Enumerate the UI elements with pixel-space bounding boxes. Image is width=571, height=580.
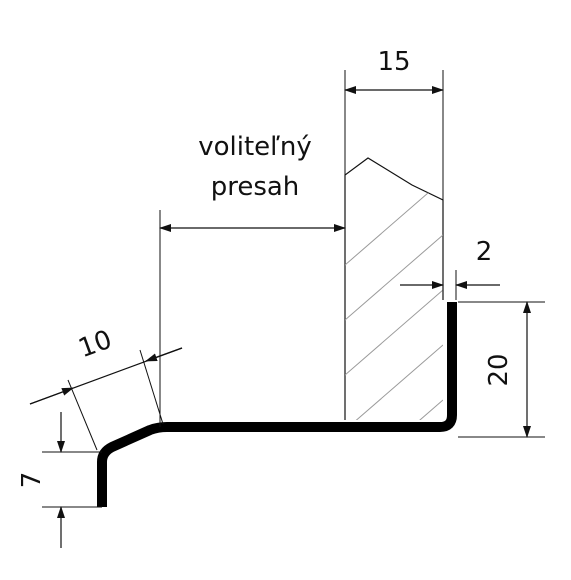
dimension-overhang: voliteľný presah bbox=[159, 132, 346, 427]
gap-label: 2 bbox=[476, 237, 493, 267]
slope-length-label: 10 bbox=[75, 325, 116, 365]
overhang-label-line2: presah bbox=[211, 172, 300, 202]
dimension-height-right: 20 bbox=[458, 301, 545, 438]
dimension-height-left: 7 bbox=[17, 412, 102, 548]
wall-width-label: 15 bbox=[377, 47, 410, 77]
height-left-label: 7 bbox=[17, 472, 47, 489]
wall-outline bbox=[344, 157, 444, 420]
dimension-gap: 2 bbox=[400, 237, 500, 300]
wall-hatching bbox=[345, 179, 443, 420]
flashing-profile bbox=[97, 302, 457, 507]
height-right-label: 20 bbox=[484, 353, 514, 386]
overhang-label-line1: voliteľný bbox=[198, 132, 312, 162]
dimension-wall-width: 15 bbox=[344, 47, 444, 200]
wall-section bbox=[344, 157, 444, 420]
